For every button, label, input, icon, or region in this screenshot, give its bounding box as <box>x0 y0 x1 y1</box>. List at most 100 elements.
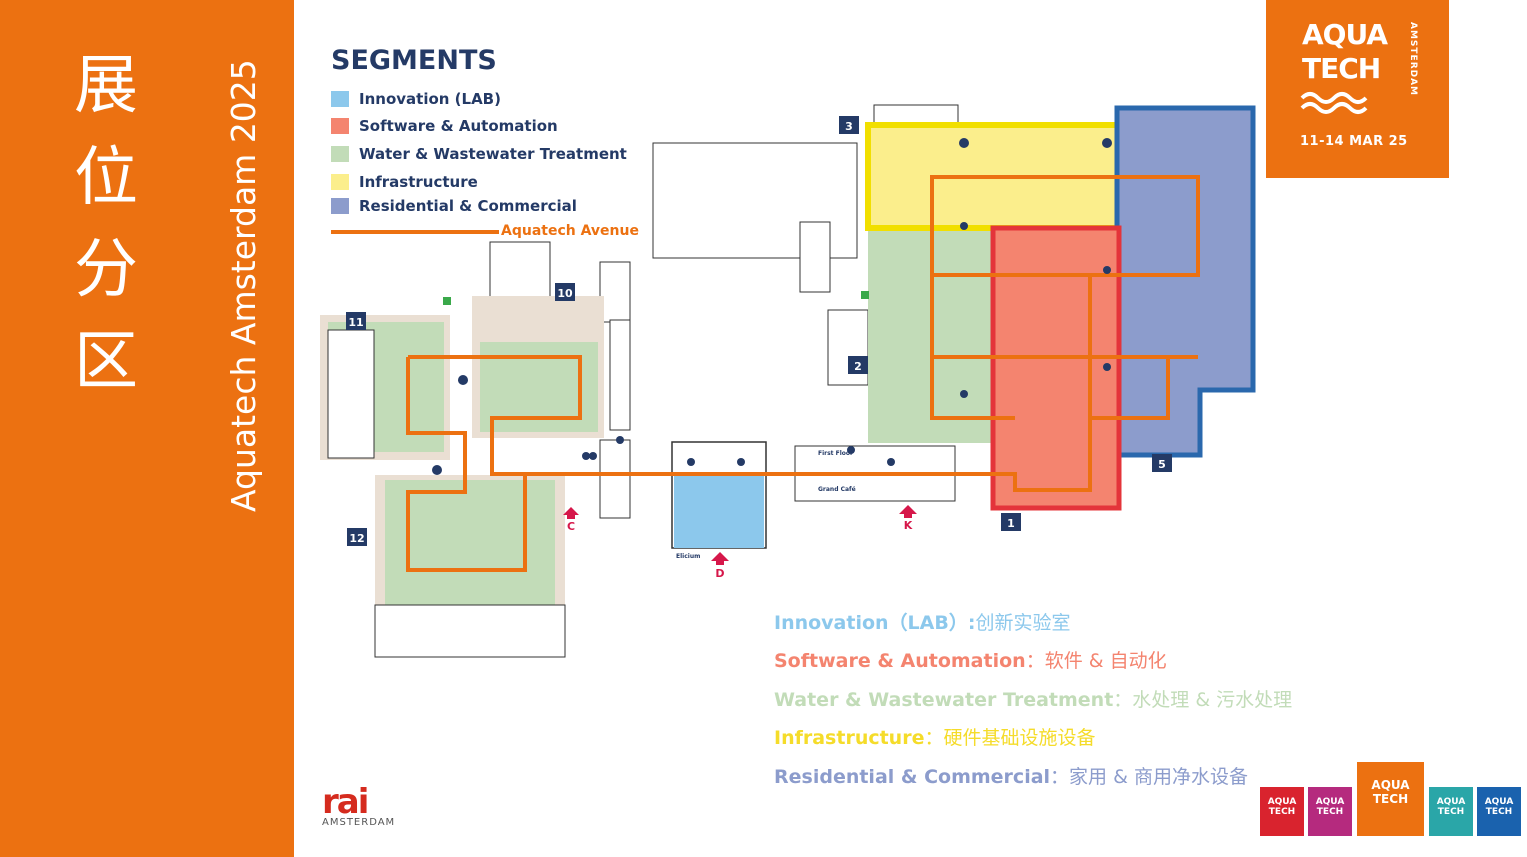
description-software: Software & Automation：软件 & 自动化 <box>774 646 1167 673</box>
facility-icon <box>458 375 468 385</box>
entrance-label: K <box>904 519 913 532</box>
legend-swatch <box>331 198 349 214</box>
hall-badge <box>555 283 575 301</box>
description-en: Water & Wastewater Treatment <box>774 689 1114 711</box>
avenue-label: Aquatech Avenue <box>501 223 639 239</box>
entrance-arrow-icon <box>563 507 579 519</box>
facility-icon <box>960 390 968 398</box>
facility-icon <box>960 222 968 230</box>
rai-mark: rai <box>322 782 369 822</box>
entrance-arrow-icon <box>899 505 917 518</box>
facility-icon <box>582 452 590 460</box>
description-water: Water & Wastewater Treatment：水处理 & 污水处理 <box>774 685 1292 712</box>
hall-12 <box>385 480 555 605</box>
avenue-line <box>331 230 499 234</box>
entrance-label: C <box>567 520 575 533</box>
rai-sub: AMSTERDAM <box>322 817 396 828</box>
brand-line1: AQUA <box>1267 797 1297 807</box>
hall-number: 11 <box>348 316 363 329</box>
logo-date: 11-14 MAR 25 <box>1300 134 1408 149</box>
logo-line1: AQUA <box>1302 18 1388 51</box>
hall-12-annex <box>374 604 566 658</box>
facility-icon <box>1102 138 1112 148</box>
hall-badge <box>347 528 367 546</box>
facility-icon <box>959 138 969 148</box>
description-en: Residential & Commercial <box>774 766 1051 788</box>
logo-vertical: AMSTERDAM <box>1406 22 1418 118</box>
legend-swatch <box>331 91 349 107</box>
side-panel: 展 位 分 区 Aquatech Amsterdam 2025 <box>0 0 294 857</box>
brand-line2: TECH <box>1268 807 1296 817</box>
description-infrastructure: Infrastructure：硬件基础设施设备 <box>774 723 1096 750</box>
facility-icon <box>1103 266 1111 274</box>
title-char: 区 <box>74 325 138 399</box>
legend-label: Software & Automation <box>359 117 558 135</box>
first-aid-icon <box>443 297 451 305</box>
building-outline <box>609 319 631 431</box>
description-innovation: Innovation（LAB）:创新实验室 <box>774 608 1070 635</box>
title-char: 展 <box>74 49 138 123</box>
legend-label: Residential & Commercial <box>359 197 577 215</box>
hall-1-software <box>990 225 1122 511</box>
brand-line2: TECH <box>1372 792 1409 806</box>
aquatech-avenue-route <box>406 175 1200 572</box>
building-outline <box>799 221 831 293</box>
title-char: 位 <box>74 141 138 215</box>
first-aid-icon <box>861 291 869 299</box>
hall-number: 10 <box>557 287 573 300</box>
description-cn: ：硬件基础设施设备 <box>924 727 1096 749</box>
legend-swatch <box>331 118 349 134</box>
brand-logo-main: AQUA TECH <box>1357 762 1424 836</box>
brand-line2: TECH <box>1437 807 1465 817</box>
legend-label: Infrastructure <box>359 173 478 191</box>
brand-logo: AQUA TECH <box>1260 787 1304 836</box>
facility-icon <box>432 465 442 475</box>
legend-swatch <box>331 146 349 162</box>
elicium-lab <box>674 476 764 548</box>
facility-icon <box>687 458 695 466</box>
facility-icon <box>616 436 624 444</box>
brand-line2: TECH <box>1316 807 1344 817</box>
chinese-title: 展 位 分 区 <box>70 40 142 408</box>
rai-logo: rai AMSTERDAM <box>322 785 395 828</box>
logo-line2: TECH <box>1302 52 1381 85</box>
brand-logo: AQUA TECH <box>1308 787 1352 836</box>
description-cn: 创新实验室 <box>975 612 1071 634</box>
hall-badge <box>848 356 868 374</box>
brand-logo: AQUA TECH <box>1429 787 1473 836</box>
hall-number: 2 <box>854 360 862 373</box>
building-outline <box>489 241 551 301</box>
facility-icon <box>887 458 895 466</box>
brand-line1: AQUA <box>1371 778 1410 792</box>
brand-logo: AQUA TECH <box>1477 787 1521 836</box>
brand-line1: AQUA <box>1315 797 1345 807</box>
brand-line1: AQUA <box>1484 797 1514 807</box>
description-en: Infrastructure <box>774 727 925 749</box>
building-label: First Floor <box>818 450 853 457</box>
entrance-label: D <box>715 567 724 580</box>
hall-number: 5 <box>1158 458 1166 471</box>
hall-badge <box>839 116 859 134</box>
legend-label: Innovation (LAB) <box>359 90 501 108</box>
legend-label: Water & Wastewater Treatment <box>359 145 627 163</box>
segments-title: SEGMENTS <box>331 45 497 76</box>
hall-number: 3 <box>845 120 853 133</box>
legend-swatch <box>331 174 349 190</box>
vertical-title: Aquatech Amsterdam 2025 <box>224 59 263 512</box>
brand-line1: AQUA <box>1436 797 1466 807</box>
entrance-arrow-icon <box>711 552 729 565</box>
hall-11-annex <box>327 329 375 459</box>
facility-icon <box>737 458 745 466</box>
hall-number: 1 <box>1007 517 1015 530</box>
wave-icon <box>1300 92 1368 114</box>
aquatech-logo: AQUA TECH AMSTERDAM 11-14 MAR 25 <box>1266 0 1449 178</box>
building-label: Grand Café <box>818 486 856 493</box>
description-en: Software & Automation <box>774 650 1026 672</box>
facility-icon <box>1103 363 1111 371</box>
facility-icon <box>589 452 597 460</box>
description-residential: Residential & Commercial：家用 & 商用净水设备 <box>774 762 1248 789</box>
floor-plan-map: 3 10 11 2 5 1 12 C D K Elicium First Flo… <box>320 104 1256 658</box>
title-char: 分 <box>74 233 138 307</box>
description-cn: ：家用 & 商用净水设备 <box>1050 766 1248 788</box>
logo-vertical-text: AMSTERDAM <box>1408 22 1418 97</box>
